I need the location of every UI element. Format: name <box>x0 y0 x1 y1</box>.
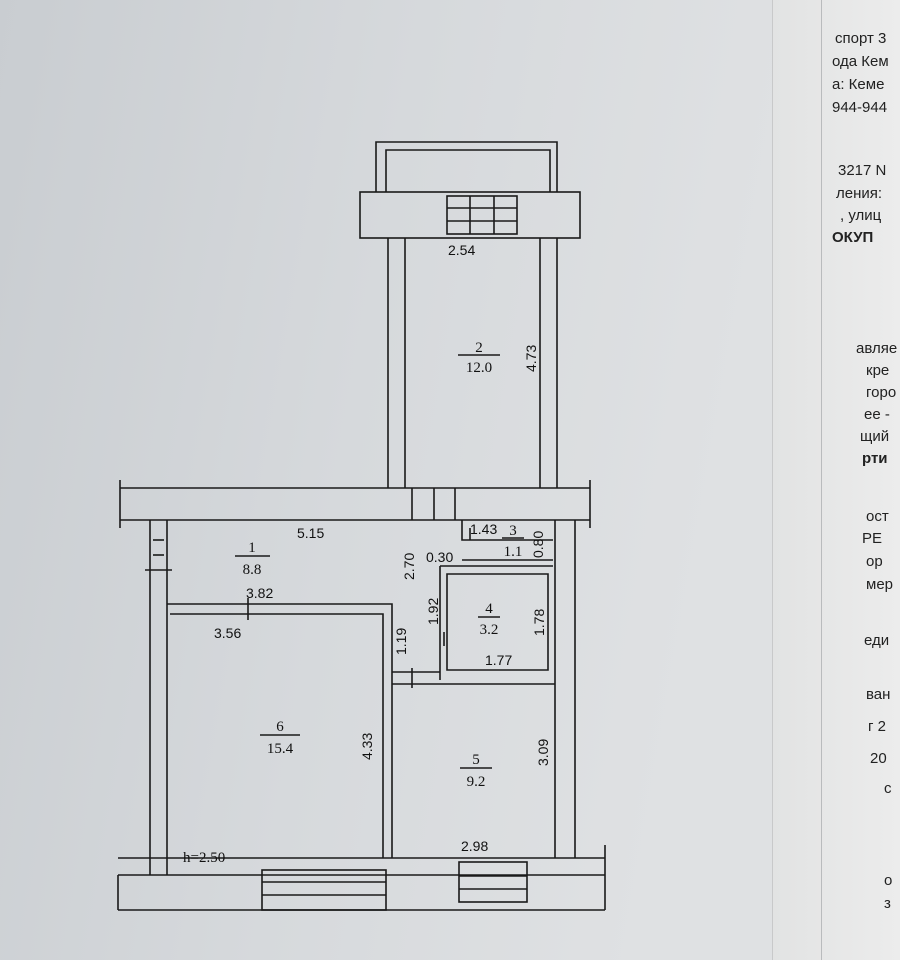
dim-room2-length: 4.73 <box>523 345 539 372</box>
balcony-window <box>446 195 518 235</box>
doc-text: кре <box>866 362 890 379</box>
doc-text: авляе <box>856 340 898 357</box>
doc-text: з <box>884 895 891 912</box>
doc-text: г 2 <box>868 718 886 735</box>
doc-text: РЕ <box>862 530 883 547</box>
doc-text: 20 <box>870 750 887 767</box>
doc-text: ост <box>866 508 889 525</box>
room-3-number: 3 <box>509 523 517 539</box>
doc-text: ее - <box>864 406 890 423</box>
doc-text: щий <box>860 428 890 445</box>
doc-text: рти <box>862 450 888 467</box>
dim-room1-length: 5.15 <box>297 525 324 541</box>
doc-text: спорт 3 <box>835 30 887 47</box>
dim-room4-height: 1.78 <box>531 609 547 636</box>
dim-room2-width: 2.54 <box>448 242 475 258</box>
room-2-number: 2 <box>475 340 483 356</box>
doc-text: ления: <box>836 185 883 202</box>
doc-text: , улиц <box>840 207 882 224</box>
doc-text: еди <box>864 632 890 649</box>
balcony-railing <box>375 141 558 192</box>
dim-room5-width: 2.98 <box>461 838 488 854</box>
doc-text: 3217 N <box>838 162 887 179</box>
doc-text: 944-944 <box>832 99 888 116</box>
doc-text: а: Кеме <box>832 76 885 93</box>
room-3-area: 1.1 <box>504 544 523 560</box>
dim-room6-length: 4.33 <box>359 733 375 760</box>
room-1-number: 1 <box>248 540 256 556</box>
sheet-edge <box>821 0 822 960</box>
doc-text: о <box>884 872 893 889</box>
doc-text: ван <box>866 686 891 703</box>
room-1-area: 8.8 <box>243 562 262 578</box>
dim-corridor-depth: 1.92 <box>425 598 441 625</box>
document-sheet <box>772 0 900 960</box>
doc-text: горо <box>866 384 897 401</box>
door <box>411 488 456 520</box>
dim-room3-width: 1.43 <box>470 521 497 537</box>
doc-text: с <box>884 780 892 797</box>
doc-text: ор <box>866 553 883 570</box>
dim-room3-depth: 0.80 <box>530 531 546 558</box>
dim-passage: 1.19 <box>393 628 409 655</box>
room-2-area: 12.0 <box>466 360 492 376</box>
dim-room6-width: 3.56 <box>214 625 241 641</box>
balcony-slab <box>359 191 581 239</box>
dim-room4-width: 1.77 <box>485 652 512 668</box>
room-4-area: 3.2 <box>480 622 499 638</box>
window-room5 <box>458 861 528 903</box>
dim-room5-height: 3.09 <box>535 739 551 766</box>
room-5-area: 9.2 <box>467 774 486 790</box>
doc-text: ода Кем <box>832 53 889 70</box>
room-6-number: 6 <box>276 719 284 735</box>
doc-text: мер <box>866 576 893 593</box>
dim-gap: 0.30 <box>426 549 453 565</box>
dim-room6-top: 3.82 <box>246 585 273 601</box>
room-4-number: 4 <box>485 601 493 617</box>
window-room6 <box>261 869 387 911</box>
room-5-number: 5 <box>472 752 480 768</box>
doc-text: ОКУП <box>832 229 874 246</box>
dim-room1-height: 2.70 <box>401 553 417 580</box>
ceiling-height: h=2.50 <box>183 850 225 866</box>
walls <box>117 141 606 911</box>
room-6-area: 15.4 <box>267 741 294 757</box>
